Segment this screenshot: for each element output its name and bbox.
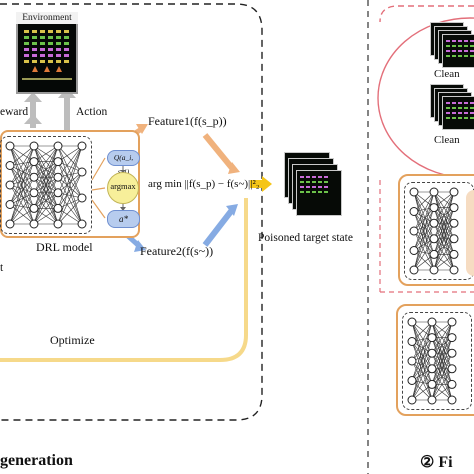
action-star-node: a* — [107, 210, 140, 228]
space-invaders-icon — [22, 30, 72, 80]
action-label: Action — [76, 106, 108, 118]
generation-panel-border — [0, 3, 263, 421]
neural-network-icon — [407, 317, 457, 405]
footer-right-title: ② Fi — [420, 454, 453, 471]
feature2-to-objective-arrow — [202, 208, 235, 247]
right-output-block — [466, 190, 474, 276]
drl-model-label: DRL model — [36, 240, 93, 254]
clean-panel-border — [379, 5, 474, 23]
q-value-node: Q(a_i, s_i) — [107, 150, 140, 176]
feature2-label: Feature2(f(s~)) — [140, 244, 214, 258]
right-network-frame-2 — [402, 312, 472, 410]
optimize-path — [0, 198, 248, 362]
drl-network-frame — [0, 136, 92, 234]
feature1-label: Feature1(f(s_p)) — [148, 114, 227, 128]
action-arrow-shaft — [64, 98, 70, 114]
reward-arrow-head — [24, 92, 42, 102]
poisoned-state-label: Poisoned target state — [258, 232, 353, 244]
clean-label-2: Clean — [434, 134, 460, 146]
objective-formula: arg min ||f(s_p) − f(s~)||²₂ — [148, 178, 260, 190]
feature1-to-objective-arrow — [202, 133, 235, 170]
left-fragment: t — [0, 262, 4, 274]
environment-screen — [16, 12, 78, 94]
poison-arrow-head — [262, 176, 272, 192]
drl-inner-arrows — [92, 157, 106, 219]
neural-network-icon — [409, 187, 459, 275]
reward-arrow-shaft — [30, 100, 36, 114]
optimize-label: Optimize — [50, 333, 95, 347]
clean-label-1: Clean — [434, 68, 460, 80]
environment-title: Environment — [16, 12, 78, 24]
reward-label: eward — [0, 106, 29, 118]
poison-arrow-shaft — [250, 180, 262, 188]
footer-left-title: generation — [0, 452, 73, 469]
argmax-node: argmax — [107, 172, 139, 204]
neural-network-icon — [5, 141, 87, 229]
